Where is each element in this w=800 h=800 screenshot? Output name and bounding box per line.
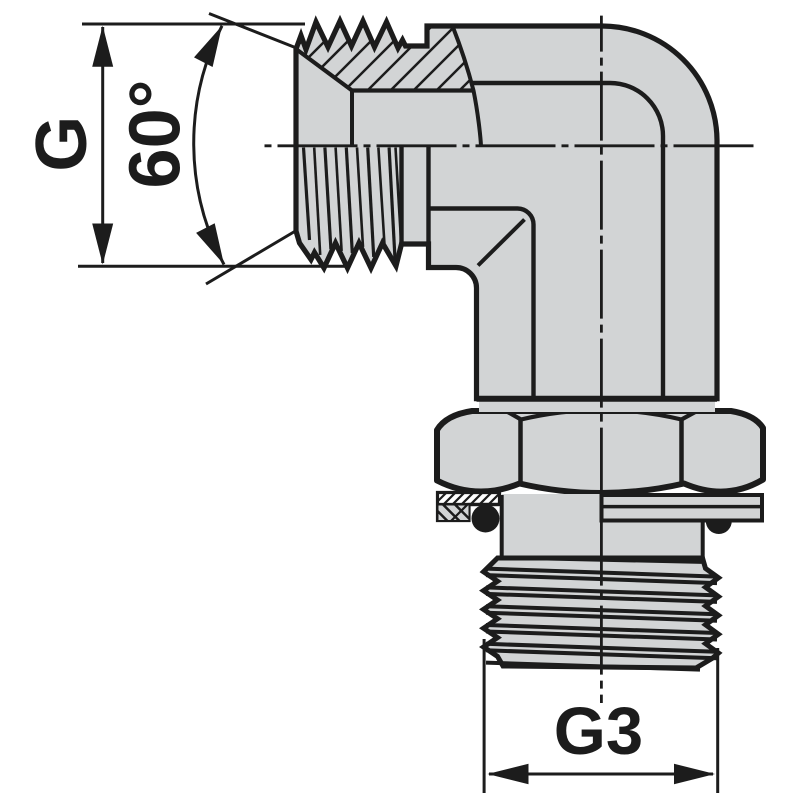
svg-text:G: G	[22, 116, 102, 172]
svg-text:G3: G3	[554, 694, 643, 769]
svg-text:60°: 60°	[116, 80, 196, 189]
